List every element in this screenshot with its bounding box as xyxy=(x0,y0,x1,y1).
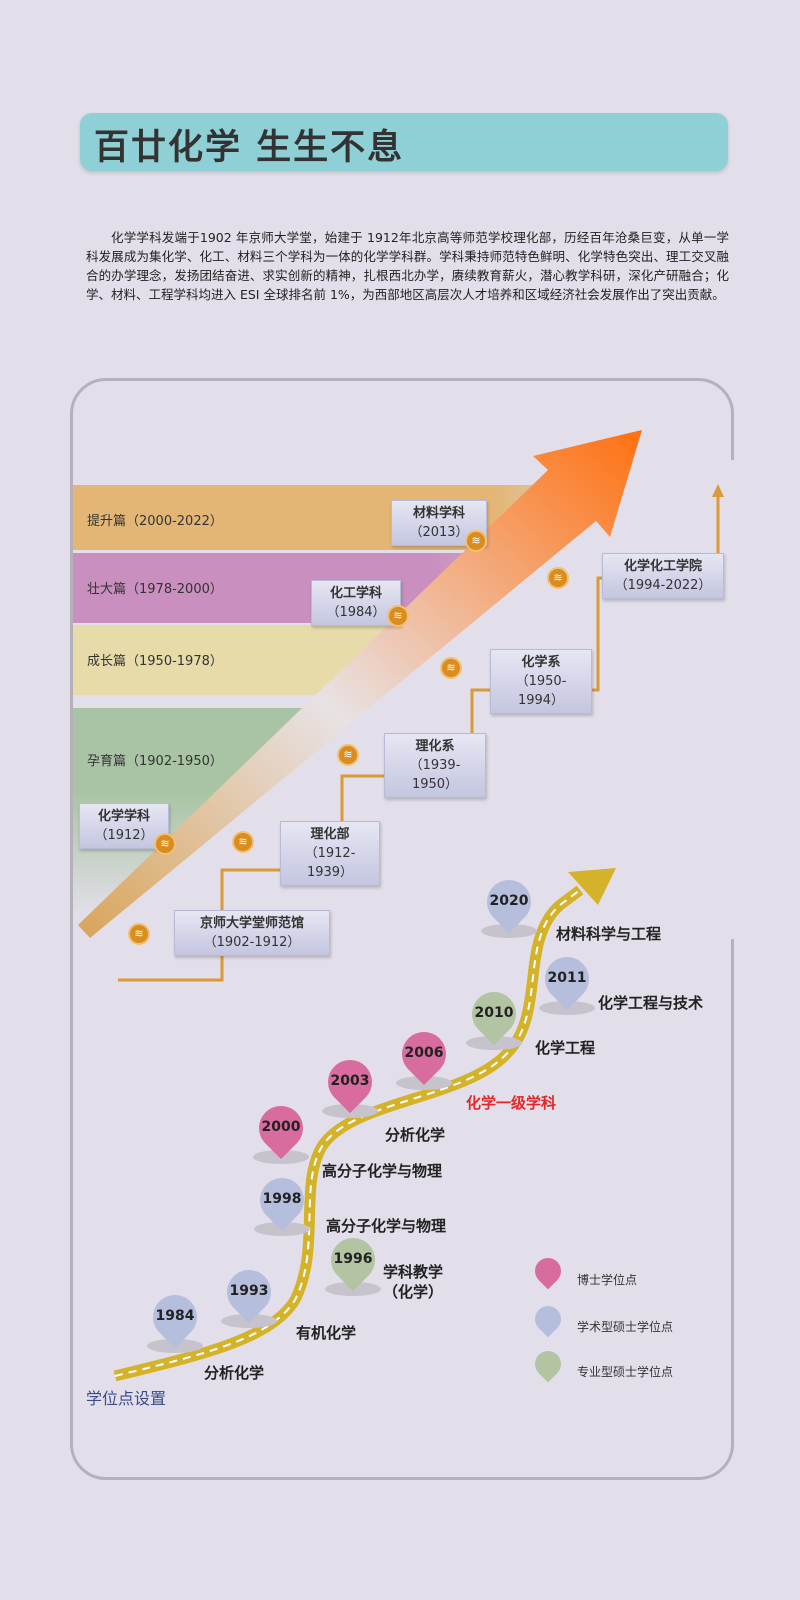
legend-label: 专业型硕士学位点 xyxy=(577,1365,674,1379)
stage-box: 理化系（1939-1950） xyxy=(384,733,486,798)
growth-arrow xyxy=(78,430,642,938)
stage-box: 化学系（1950-1994） xyxy=(490,649,592,714)
discipline-box: 化工学科（1984） xyxy=(311,580,401,626)
degree-label: 分析化学 xyxy=(385,1126,446,1144)
degree-pin: 2000 xyxy=(249,1096,313,1166)
degree-label: 化学工程 xyxy=(535,1039,596,1057)
phase-label: 成长篇（1950-1978） xyxy=(87,654,223,669)
degree-pin: 1998 xyxy=(250,1168,314,1238)
book-stack-icon: ≋ xyxy=(232,831,254,853)
degree-label: 高分子化学与物理 xyxy=(322,1162,443,1180)
degree-pin: 1996 xyxy=(321,1228,385,1298)
stage-box: 理化部（1912-1939） xyxy=(280,821,380,886)
legend-label: 博士学位点 xyxy=(577,1273,638,1287)
degree-pin: 2011 xyxy=(535,947,599,1017)
book-stack-icon: ≋ xyxy=(337,744,359,766)
degree-pin: 1984 xyxy=(143,1285,207,1355)
book-stack-icon: ≋ xyxy=(387,605,409,627)
phase-label: 提升篇（2000-2022） xyxy=(87,514,223,529)
legend-label: 学术型硕士学位点 xyxy=(577,1320,674,1334)
book-stack-icon: ≋ xyxy=(440,657,462,679)
degree-pin: 2003 xyxy=(318,1050,382,1120)
degree-label: 材料科学与工程 xyxy=(556,925,662,943)
degree-pin: 2020 xyxy=(477,870,541,940)
degree-label: 分析化学 xyxy=(204,1364,265,1382)
phase-label: 壮大篇（1978-2000） xyxy=(87,582,223,597)
book-stack-icon: ≋ xyxy=(128,923,150,945)
degree-label: 高分子化学与物理 xyxy=(326,1217,447,1235)
degree-label: 有机化学 xyxy=(296,1324,357,1342)
page-title: 百廿化学 生生不息 xyxy=(94,128,405,168)
discipline-box: 材料学科（2013） xyxy=(391,500,487,546)
degree-section-title: 学位点设置 xyxy=(86,1389,167,1408)
book-stack-icon: ≋ xyxy=(547,567,569,589)
discipline-box: 化学学科（1912） xyxy=(79,803,169,849)
road-arrowhead xyxy=(568,868,616,905)
phase-label: 孕育篇（1902-1950） xyxy=(87,754,223,769)
degree-pin: 1993 xyxy=(217,1260,281,1330)
title-banner: 百廿化学 生生不息 xyxy=(80,113,728,171)
degree-pin: 2006 xyxy=(392,1022,456,1092)
stage-box: 化学化工学院（1994-2022） xyxy=(602,553,724,599)
intro-paragraph: 化学学科发端于1902 年京师大学堂，始建于 1912年北京高等师范学校理化部，… xyxy=(86,230,729,302)
degree-label: 学科教学 xyxy=(383,1263,444,1281)
degree-label: 化学工程与技术 xyxy=(598,994,704,1012)
degree-label-highlight: 化学一级学科 xyxy=(466,1094,557,1112)
degree-label: （化学） xyxy=(383,1283,444,1301)
book-stack-icon: ≋ xyxy=(154,833,176,855)
book-stack-icon: ≋ xyxy=(465,530,487,552)
degree-pin: 2010 xyxy=(462,982,526,1052)
stage-box: 京师大学堂师范馆（1902-1912） xyxy=(174,910,330,956)
degree-road xyxy=(113,885,584,1382)
